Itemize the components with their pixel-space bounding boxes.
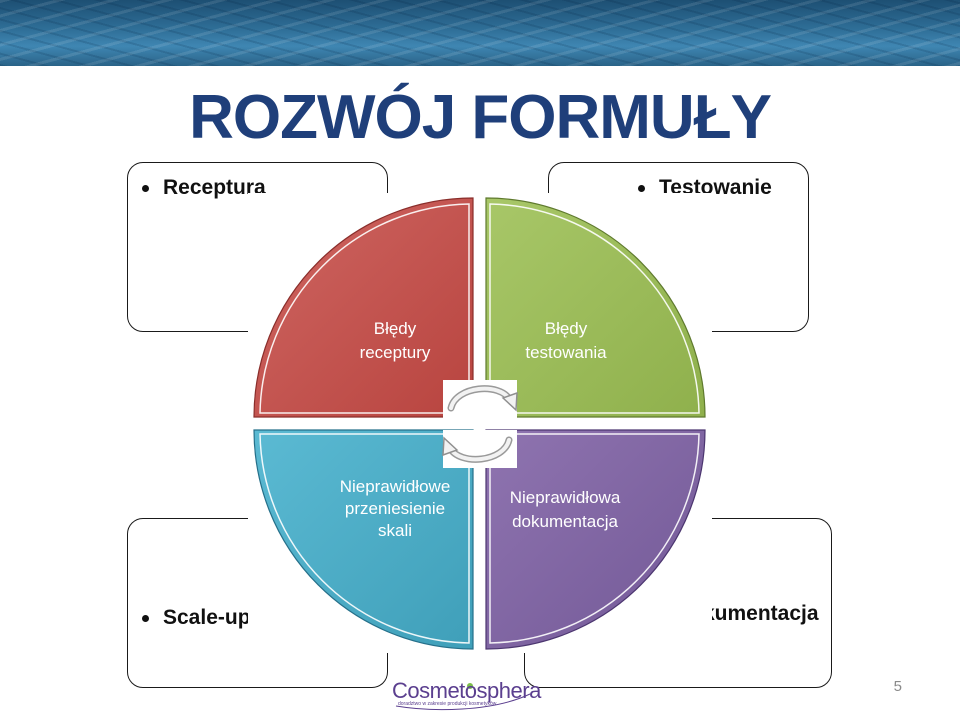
cycle-arrows-icon — [442, 380, 518, 468]
slide-number: 5 — [893, 678, 902, 695]
label-top-left: Receptura — [142, 176, 266, 200]
quadrant-top-left — [251, 195, 476, 420]
cosmetosphera-logo: Cosmetosphera doradztwo w zakresie produ… — [392, 676, 541, 712]
bullet-icon — [142, 184, 149, 192]
bullet-icon — [638, 184, 645, 192]
slide-title: ROZWÓJ FORMUŁY — [189, 83, 772, 152]
quadrant-bottom-left — [253, 429, 474, 650]
header-banner — [0, 0, 960, 66]
label-bottom-left: Scale-up — [142, 606, 251, 630]
quadrant-top-right — [485, 197, 706, 418]
logo-swoosh-icon — [395, 683, 531, 711]
quadrant-bottom-right — [485, 429, 706, 650]
bullet-icon — [142, 614, 149, 622]
